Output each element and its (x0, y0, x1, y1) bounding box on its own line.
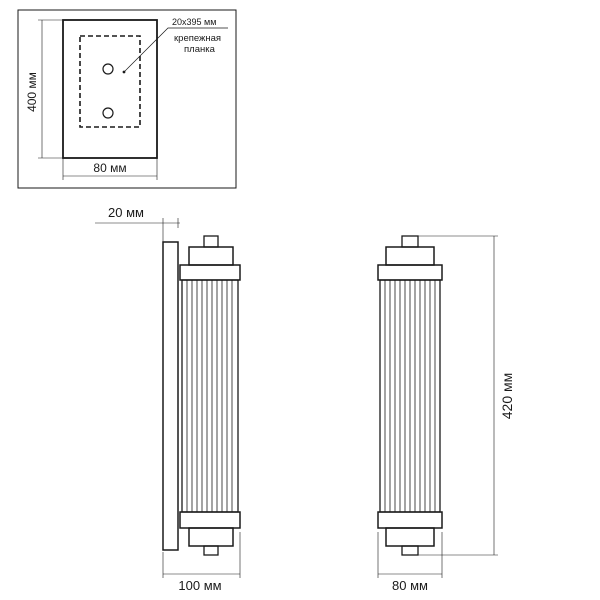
side-width-label: 100 мм (178, 578, 221, 593)
plate-width-label: 80 мм (93, 161, 126, 175)
screw-hole-top (102, 63, 114, 75)
front-bottom-cap (401, 545, 419, 556)
side-wall-plate (162, 241, 179, 551)
mounting-bracket (79, 35, 141, 128)
front-view (377, 235, 498, 578)
front-top-ring (377, 264, 443, 281)
side-bottom-cap (203, 545, 219, 556)
inset-frame (17, 9, 237, 189)
side-depth-label: 20 мм (108, 205, 144, 220)
mount-plate-inset: 400 мм 80 мм 20х395 мм крепежная планка (17, 9, 237, 189)
side-glass-rods (186, 280, 233, 512)
side-top-collar (188, 246, 234, 266)
screw-hole-bottom (102, 107, 114, 119)
side-glass-body (181, 279, 239, 513)
bracket-size-label: 20х395 мм (172, 17, 216, 27)
bracket-caption-line1: крепежная (174, 33, 221, 44)
plate-height-label: 400 мм (25, 72, 39, 112)
side-top-cap (203, 235, 219, 248)
front-width-label: 80 мм (392, 578, 428, 593)
front-glass-rods (384, 280, 436, 512)
side-bottom-ring (179, 511, 241, 529)
front-height-label: 420 мм (499, 373, 515, 420)
side-view (95, 218, 241, 578)
bracket-caption-line2: планка (184, 44, 216, 55)
front-bottom-collar (385, 527, 435, 547)
front-bottom-ring (377, 511, 443, 529)
front-top-collar (385, 246, 435, 266)
side-top-ring (179, 264, 241, 281)
mount-plate (62, 19, 158, 159)
side-bottom-collar (188, 527, 234, 547)
front-top-cap (401, 235, 419, 248)
bracket-leader-line (123, 27, 228, 73)
